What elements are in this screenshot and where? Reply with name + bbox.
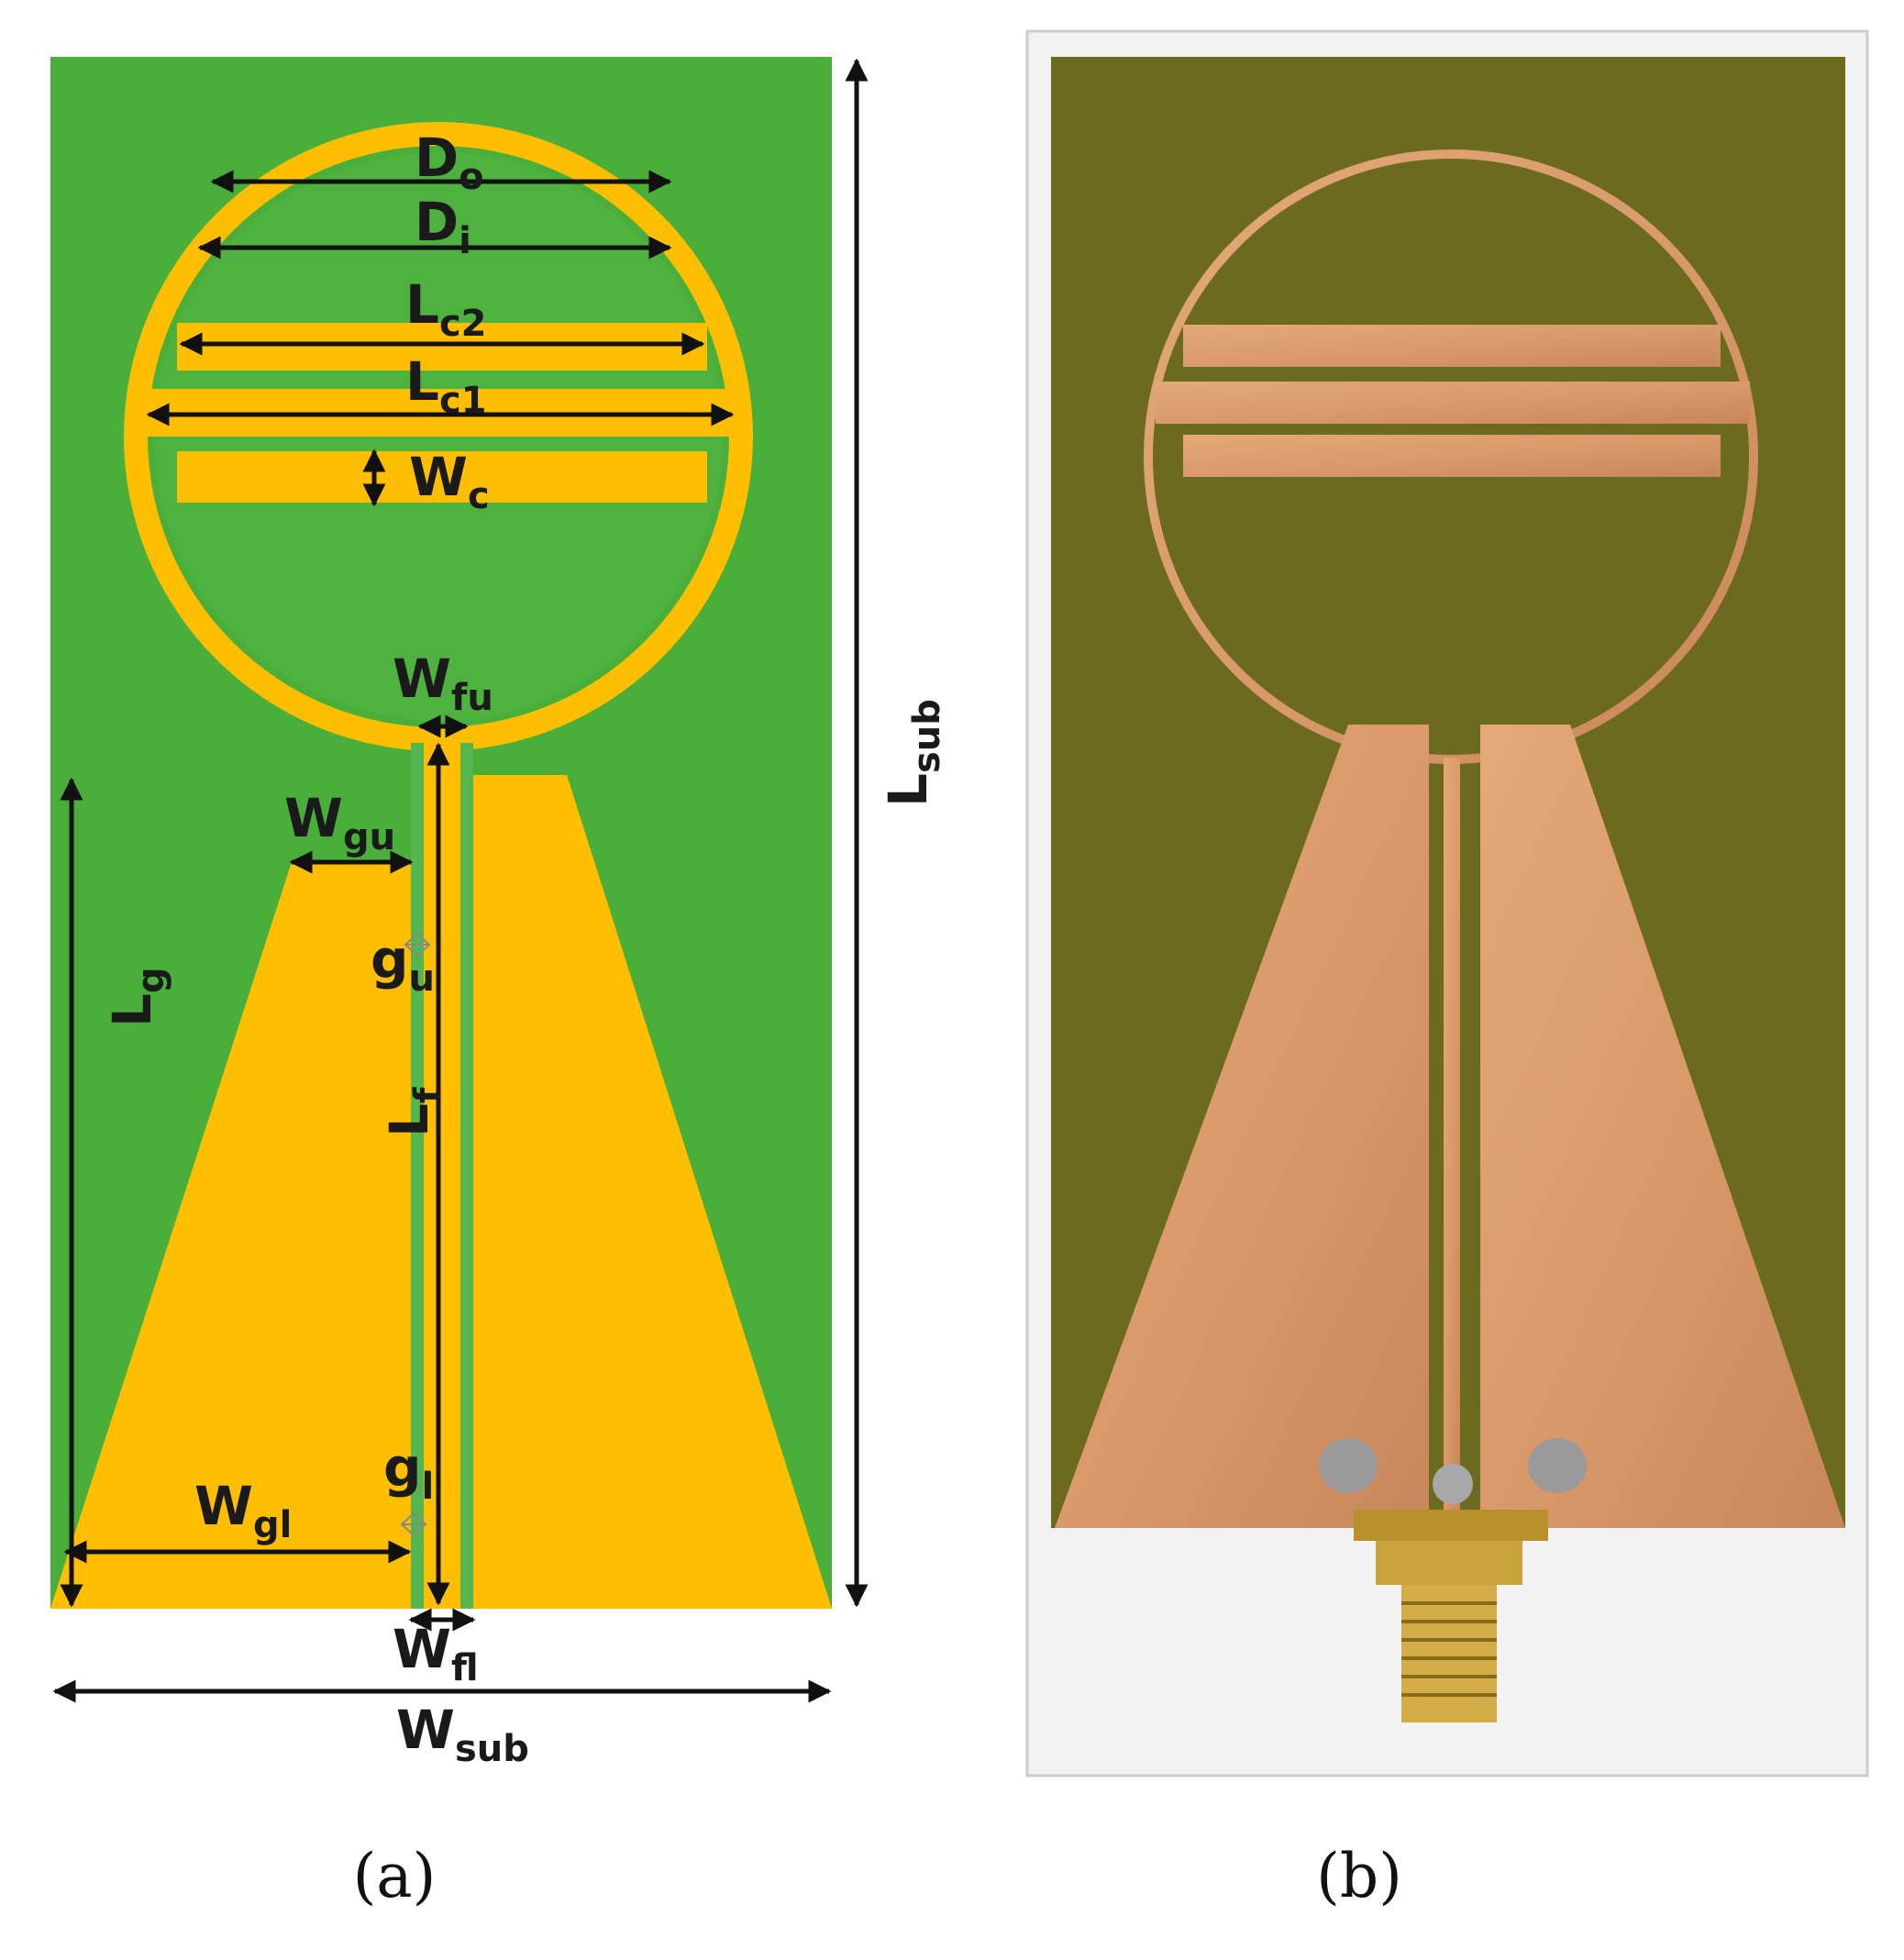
label-lc1: Lc1 [405, 350, 487, 422]
gap-marker-gu [404, 932, 431, 958]
sma-thread-lines [1401, 1601, 1497, 1697]
solder-right [1528, 1438, 1587, 1493]
caption-b: (b) [1316, 1841, 1402, 1911]
label-lg: Lg [101, 967, 172, 1027]
label-lc2: Lc2 [405, 273, 487, 345]
photo-strip-1 [1183, 325, 1721, 367]
label-wsub: Wsub [396, 1699, 529, 1770]
label-wgl: Wgl [194, 1475, 292, 1546]
label-lf: Lf [378, 1087, 449, 1137]
strip-wc [177, 451, 707, 503]
ground-left [50, 862, 411, 1609]
sma-body [1376, 1541, 1522, 1585]
panel-b-photo: (b) [1025, 29, 1869, 1911]
sma-thread [1401, 1585, 1497, 1722]
label-do: Do [415, 127, 484, 198]
solder-left [1319, 1438, 1378, 1493]
photo-strip-2 [1156, 382, 1750, 424]
caption-a: (a) [353, 1841, 437, 1911]
photo-border [1025, 29, 1869, 1777]
label-wc: Wc [409, 446, 490, 517]
photo-strip-3 [1183, 435, 1721, 477]
solder-center [1433, 1464, 1473, 1504]
label-gu: gu [371, 928, 435, 1000]
label-gl: gl [383, 1436, 434, 1508]
sma-flange [1354, 1510, 1548, 1541]
photo-ground-right [1480, 725, 1845, 1528]
label-wfl: Wfl [393, 1618, 479, 1689]
photo-feed-line [1444, 758, 1460, 1528]
label-di: Di [415, 191, 471, 262]
gap-marker-gl [400, 1512, 427, 1537]
cpw-slot-right [460, 743, 473, 1609]
label-wfu: Wfu [393, 648, 493, 719]
photo-ground-left [1055, 725, 1429, 1528]
label-lsub: Lsub [877, 699, 948, 807]
panel-a-schematic: Do Di Lc2 Lc1 Wc Wfu Wgu gu Lg Lf gl Wgl… [50, 57, 948, 1911]
label-wgu: Wgu [284, 787, 395, 858]
cpw-slot-left [411, 743, 424, 1609]
